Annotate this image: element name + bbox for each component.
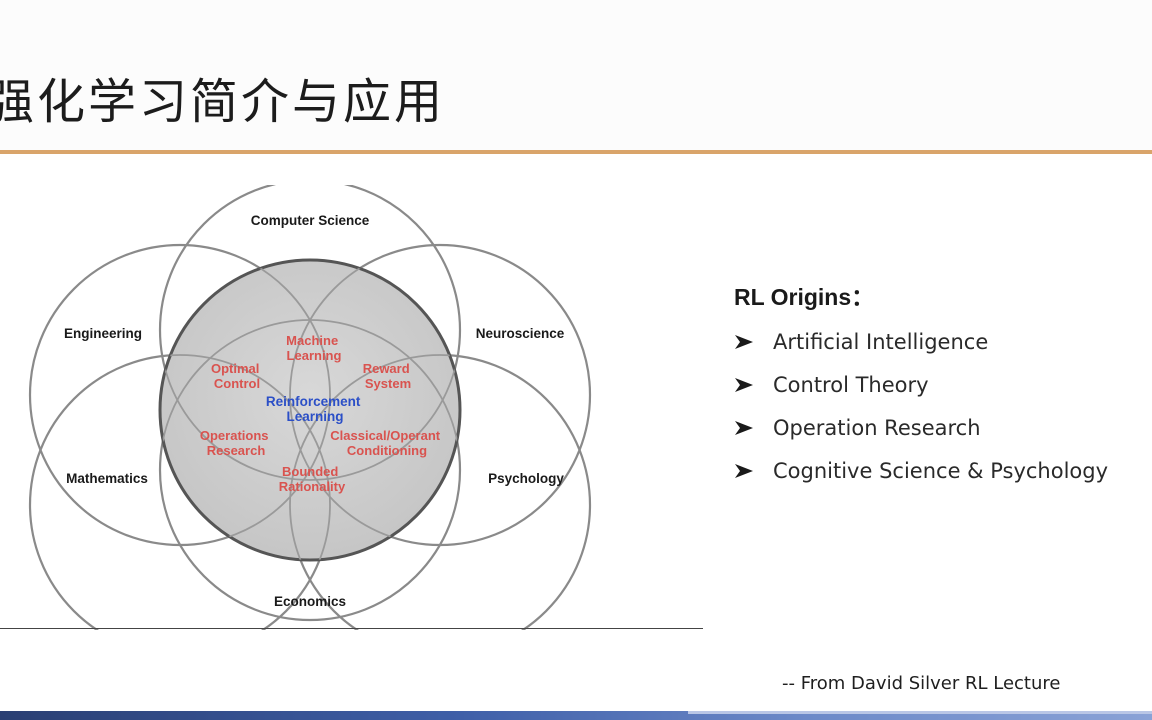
footer-bar-accent (688, 711, 1152, 714)
list-item-label: Cognitive Science & Psychology (773, 458, 1109, 483)
list-item: Artificial Intelligence (734, 320, 1152, 363)
rl-origins-panel: RL Origins： Artificial Intelligence Cont… (734, 278, 1152, 492)
list-item-label: Control Theory (773, 372, 929, 397)
source-attribution: -- From David Silver RL Lecture (782, 673, 1061, 694)
list-item: Control Theory (734, 363, 1152, 406)
diagram-baseline (0, 628, 703, 629)
circle-reinforcement-learning (158, 258, 462, 562)
arrowhead-bullet-icon (735, 463, 753, 478)
label-psychology: Psychology (488, 471, 564, 486)
label-reward-system: Reward System (363, 361, 414, 391)
rl-venn-diagram: Computer Science Engineering Neuroscienc… (28, 185, 592, 630)
arrowhead-bullet-icon (735, 420, 753, 435)
arrowhead-bullet-icon (735, 377, 753, 392)
title-divider (0, 150, 1152, 154)
list-item-label: Artificial Intelligence (773, 329, 989, 354)
label-engineering: Engineering (64, 326, 142, 341)
footer-bar (0, 711, 1152, 720)
label-reinforcement-learning: Reinforcement Learning (266, 394, 364, 424)
slide-title: 强化学习简介与应用 (0, 74, 446, 130)
arrowhead-bullet-icon (735, 334, 753, 349)
list-item: Cognitive Science & Psychology (734, 449, 1152, 492)
list-item-label: Operation Research (773, 415, 981, 440)
label-operations-research: Operations Research (200, 428, 272, 458)
label-computer-science: Computer Science (251, 213, 370, 228)
rl-origins-heading: RL Origins： (734, 284, 875, 310)
title-area (0, 0, 1152, 150)
label-classical-conditioning: Classical/Operant Conditioning (330, 428, 443, 458)
list-item: Operation Research (734, 406, 1152, 449)
label-mathematics: Mathematics (66, 471, 148, 486)
label-neuroscience: Neuroscience (476, 326, 565, 341)
label-optimal-control: Optimal Control (211, 361, 263, 391)
label-economics: Economics (274, 594, 346, 609)
label-machine-learning: Machine Learning (286, 333, 342, 363)
label-bounded-rationality: Bounded Rationality (279, 464, 346, 494)
rl-origins-list: Artificial Intelligence Control Theory O… (734, 320, 1152, 492)
